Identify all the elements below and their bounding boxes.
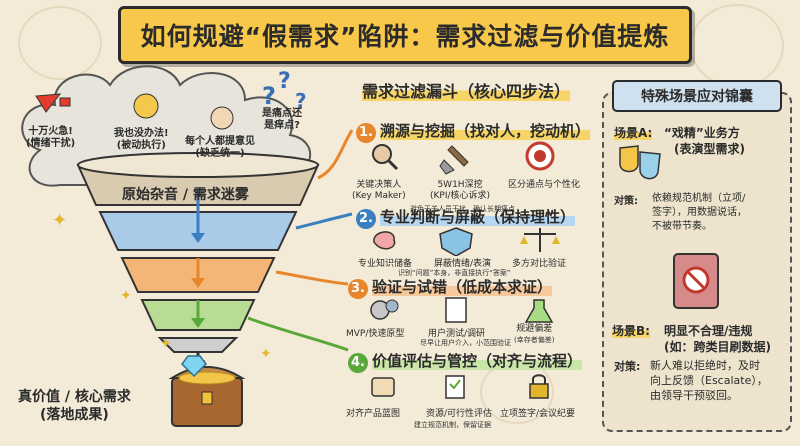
step-1-item-3: 区分通点与个性化 [508,180,581,190]
svg-text:?: ? [278,69,291,94]
step-1-icons [372,141,555,175]
coffee-stain [18,6,102,80]
counter-b-label: 对策: [614,360,641,373]
funnel-top-label: 原始杂音 / 需求迷雾 [122,187,249,203]
step-4-title: 4.价值评估与管控（对齐与流程） [348,350,583,373]
page-title: 如何规避“假需求”陷阱：需求过滤与价值提炼 [118,6,692,64]
step-3-item-1: MVP/快速原型 [346,329,405,339]
scene-b-label: 场景B: [612,324,650,338]
counter-a-label: 对策: [614,196,638,207]
scene-b-subtitle: (如：跨类目刷数据) [664,340,771,354]
svg-text:✦: ✦ [260,346,272,362]
counter-a-text: 依赖规范机制（立项/ 签字），用数据说话， 不被带节奏。 [652,193,747,232]
svg-text:?: ? [295,89,307,113]
funnel-illustration: ✦ ✦ ✦ ✦ ? ? ? [21,65,354,427]
step-4-note: 建立规范机制，保留证据 [414,421,491,429]
result-label: 真价值 / 核心需求 (落地成果) [18,389,131,423]
step-2-icons [373,227,560,256]
step-2-item-3: 多方对比验证 [512,259,567,269]
step-3-item-2: 用户测试/调研 [428,329,486,339]
step-3-title: 3.验证与试错（低成本求证） [348,276,553,299]
step-2-title: 2.专业判断与屏蔽（保持理性） [356,206,576,229]
svg-text:?: ? [262,82,276,110]
step-3-icons [370,297,554,323]
step-2-item-1: 专业知识储备 [358,259,413,269]
panel-title: 特殊场景应对锦囊 [612,80,782,112]
svg-text:✦: ✦ [160,336,172,352]
step-4-icons [371,374,549,399]
step-2-item-2: 屏蔽情绪/表演 [434,259,492,269]
theater-masks-icon [619,145,661,180]
step-3-item-3: 规避偏差(幸存者偏差) [514,324,555,344]
scene-a-title: “戏精”业务方 [664,126,740,140]
step-4-item-3: 立项签字/会议纪要 [500,409,576,419]
svg-text:✦: ✦ [120,288,132,304]
step-1-title: 1.溯源与挖掘（找对人，挖动机） [356,120,591,143]
coffee-stain [690,4,784,88]
counter-b-text: 新人难以拒绝时，及时 向上反馈（Escalate）， 由领导干预驳回。 [650,359,768,402]
cloud-text-passive: 我也没办法!(被动执行) [114,128,169,151]
step-1-item-2: 5W1H深挖(KPI/核心诉求) [430,180,491,201]
scene-b-title: 明显不合理/违规 [664,324,753,338]
section-title: 需求过滤漏斗（核心四步法） [362,82,571,101]
cloud-text-opinions: 每个人都提意见(缺乏统一) [185,136,255,159]
step-4-item-1: 对齐产品蓝图 [346,409,401,419]
step-2-note: 识别“问题”本身，非直接执行“答案” [398,269,511,277]
cloud-text-emergency: 十万火急!(情绪干扰) [26,126,76,149]
step-4-item-2: 资源/可行性评估 [426,409,493,419]
rulebook-icon [673,253,719,309]
step-3-note: 尽早让用户介入，小范围验证 [420,339,511,347]
scene-a-subtitle: (表演型需求) [674,142,745,156]
scene-a-label: 场景A: [614,126,653,140]
cloud-text-painpoint: 是痛点还是痒点? [262,108,302,131]
step-1-item-1: 关键决策人(Key Maker) [352,180,406,201]
svg-text:✦: ✦ [52,210,67,231]
